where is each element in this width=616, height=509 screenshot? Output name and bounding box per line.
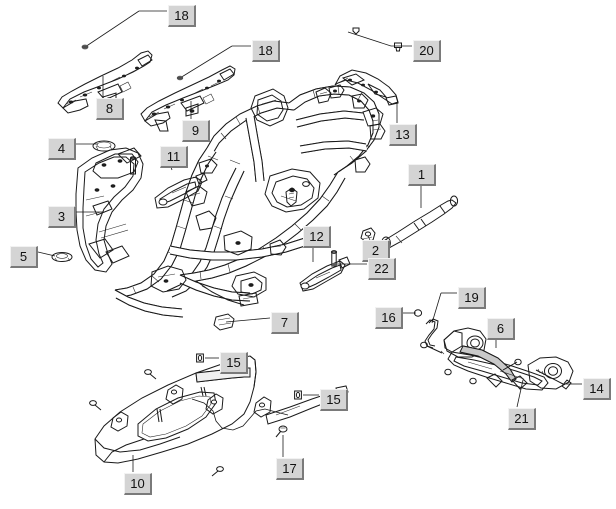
callout-13[interactable]: 13: [389, 124, 417, 146]
callout-number: 15: [226, 355, 241, 370]
callout-number: 16: [381, 310, 396, 325]
callout-number: 5: [19, 249, 28, 264]
leader-lines: [37, 10, 582, 472]
part-22-pin: [330, 250, 338, 267]
callout-number: 3: [57, 209, 66, 224]
callout-11[interactable]: 11: [160, 146, 188, 168]
callout-number: 9: [191, 123, 200, 138]
callout-number: 19: [464, 290, 479, 305]
callout-15-right[interactable]: 15: [320, 389, 348, 411]
part-21-pivot-bolt: [502, 358, 522, 371]
callout-1[interactable]: 1: [408, 164, 436, 186]
part-14-long-bolt: [535, 368, 572, 390]
callout-number: 8: [105, 101, 114, 116]
part-9-rear-crossmember: [140, 65, 236, 132]
part-6-swing-arm-pivot: [443, 327, 574, 391]
callout-number: 18: [258, 43, 273, 58]
part-5-washer-ring: [51, 252, 73, 262]
part-15-nuts: [196, 353, 302, 400]
callout-5[interactable]: 5: [10, 246, 38, 268]
part-7-rubber-stopper: [213, 313, 235, 331]
part-18-bolts: [81, 44, 184, 81]
callout-number: 10: [130, 476, 145, 491]
callout-number: 13: [395, 127, 410, 142]
callout-14[interactable]: 14: [583, 378, 611, 400]
callout-15-left[interactable]: 15: [220, 352, 248, 374]
callout-number: 14: [589, 381, 604, 396]
callout-number: 12: [309, 229, 324, 244]
main-frame: [114, 84, 386, 318]
callout-number: 17: [282, 461, 297, 476]
callout-7[interactable]: 7: [271, 312, 299, 334]
callout-18-upper-right[interactable]: 18: [252, 40, 280, 62]
callout-8[interactable]: 8: [96, 98, 124, 120]
part-8-front-crossmember: [57, 50, 153, 114]
callout-9[interactable]: 9: [182, 120, 210, 142]
callout-number: 4: [57, 141, 66, 156]
callout-12[interactable]: 12: [303, 226, 331, 248]
callout-17[interactable]: 17: [276, 458, 304, 480]
part-3-front-bracket: [75, 147, 144, 273]
callout-18-upper-left[interactable]: 18: [168, 5, 196, 27]
callout-number: 15: [326, 392, 341, 407]
callout-number: 7: [280, 315, 289, 330]
part-19-spring-clip: [424, 318, 439, 349]
callout-22[interactable]: 22: [368, 258, 396, 280]
part-11-side-stand-bracket: [154, 172, 208, 209]
part-13-rear-bracket: [334, 69, 399, 106]
callout-16[interactable]: 16: [375, 307, 403, 329]
callout-4[interactable]: 4: [48, 138, 76, 160]
part-10-floor-panel: [89, 355, 349, 477]
part-16-nut: [413, 309, 423, 317]
callout-number: 11: [166, 149, 181, 164]
callout-21[interactable]: 21: [508, 408, 536, 430]
part-12-bracket-plate: [299, 256, 351, 292]
callout-number: 22: [374, 261, 389, 276]
callout-19[interactable]: 19: [458, 287, 486, 309]
callout-20[interactable]: 20: [413, 40, 441, 62]
callout-number: 6: [496, 321, 505, 336]
part-4-bushing-ring: [92, 140, 116, 152]
callout-number: 20: [419, 43, 434, 58]
part-17-screw: [275, 425, 288, 438]
callout-number: 21: [514, 411, 529, 426]
callout-6[interactable]: 6: [487, 318, 515, 340]
part-1-exhaust-pipe: [381, 195, 459, 250]
callout-3[interactable]: 3: [48, 206, 76, 228]
pivot-hardware: [420, 341, 477, 385]
callout-number: 1: [417, 167, 426, 182]
callout-number: 18: [174, 8, 189, 23]
part-20-screw-grommet: [352, 27, 402, 52]
callout-number: 2: [371, 243, 380, 258]
callout-10[interactable]: 10: [124, 473, 152, 495]
